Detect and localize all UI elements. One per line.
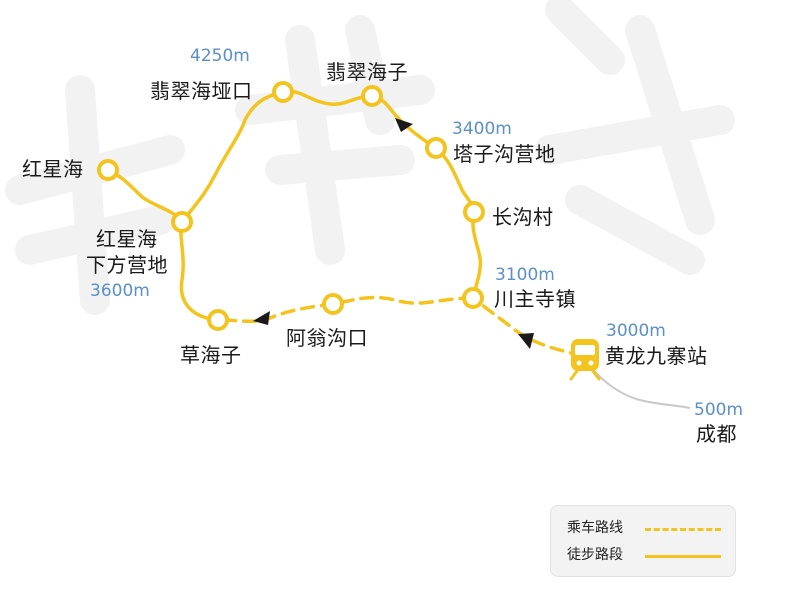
elevation-huang-long-station: 3000m [606,321,666,341]
label-huang-long-station: 黄龙九寨站 [605,344,708,368]
legend-drive-label: 乘车路线 [567,520,623,536]
legend-hike-label: 徒步路段 [567,547,623,563]
node-fei-cui-hai-zi [361,85,383,107]
direction-arrow-icon [395,118,413,132]
direction-arrow-icon [253,311,270,325]
elevation-fei-cui-ya-kou: 4250m [190,46,250,66]
elevation-ta-zi-gou: 3400m [452,119,512,139]
legend: 乘车路线 徒步路段 [550,505,736,577]
train-icon [569,339,601,381]
legend-hike-line [645,555,721,558]
elevation-chuan-zhu-si: 3100m [495,265,555,285]
legend-drive-line [645,528,721,531]
drive-route-chuanzhusi-cao-hai-zi [218,295,474,324]
elevation-hong-xing-camp: 3600m [90,281,150,301]
label-chang-gou-cun: 长沟村 [492,205,554,229]
label-fei-cui-hai-zi: 翡翠海子 [326,60,408,84]
road-to-chengdu [584,359,691,409]
label-hong-xing-camp-line2: 下方营地 [86,253,168,277]
node-hong-xing-camp [171,211,193,233]
label-fei-cui-ya-kou: 翡翠海垭口 [150,79,253,103]
label-hong-xing-camp-line1: 红星海 [96,227,158,251]
label-a-weng-gou-kou: 阿翁沟口 [286,326,368,350]
node-fei-cui-ya-kou [272,81,294,103]
label-chuan-zhu-si: 川主寺镇 [494,287,576,311]
node-cao-hai-zi [207,309,229,331]
node-ta-zi-gou [425,137,447,159]
elevation-cheng-du: 500m [694,400,744,420]
label-hong-xing-hai: 红星海 [22,157,84,181]
drive-route-station-chuanzhusi [472,296,584,358]
hiking-route [106,89,483,322]
label-ta-zi-gou: 塔子沟营地 [453,142,556,166]
node-a-weng-gou-kou [322,293,344,315]
node-chuan-zhu-si [462,287,484,309]
node-chang-gou-cun [463,201,485,223]
label-cao-hai-zi: 草海子 [180,343,242,367]
label-cheng-du: 成都 [696,422,737,446]
direction-arrow-icon [518,333,534,349]
node-hong-xing-hai [97,159,119,181]
